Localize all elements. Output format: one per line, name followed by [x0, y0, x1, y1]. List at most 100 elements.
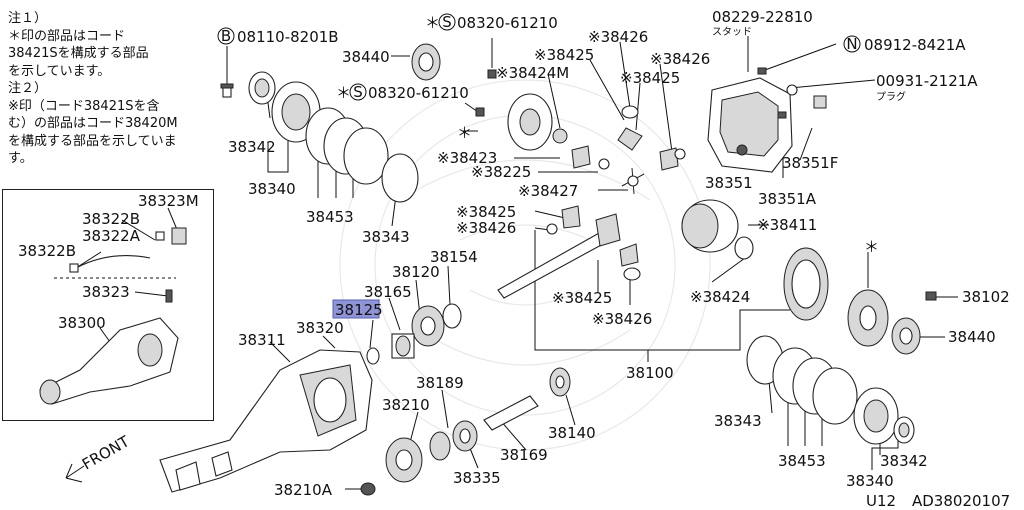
- part-label-38424M: ※38424M: [496, 64, 569, 82]
- bolt-icon: [777, 111, 787, 119]
- part-label-38225: ※38225: [471, 163, 531, 181]
- gear-icon: [561, 205, 581, 229]
- washer-icon: [621, 105, 639, 119]
- part-label-38351F: 38351F: [782, 154, 838, 172]
- part-label-38426: ※38426: [592, 310, 652, 328]
- washer-icon: [552, 128, 568, 144]
- bearing-icon: [891, 317, 921, 355]
- part-label-38323: 38323: [82, 283, 130, 301]
- bolt-icon: [487, 69, 497, 79]
- page-code: U12: [866, 492, 896, 510]
- part-label-38120: 38120: [392, 263, 440, 281]
- part-label-38300: 38300: [58, 314, 106, 332]
- note-line-2: ＊印の部品はコード: [8, 28, 126, 44]
- part-label-38210: 38210: [382, 396, 430, 414]
- part-label-38426: ※38426: [588, 28, 648, 46]
- oil-seal-icon: [391, 333, 415, 359]
- star-mark: ＊: [425, 14, 440, 32]
- part-label-38100: 38100: [626, 364, 674, 382]
- drive-pinion-shaft-icon: [497, 213, 621, 299]
- washer-icon: [546, 223, 558, 235]
- part-label-08320-61210: 08320-61210: [368, 84, 469, 102]
- part-label-38426: ※38426: [650, 50, 710, 68]
- circle-letter: N: [846, 35, 857, 53]
- part-label-38165: 38165: [364, 283, 412, 301]
- part-label-08320-61210: 08320-61210: [457, 14, 558, 32]
- part-label-38343: 38343: [362, 228, 410, 246]
- note-line-4: を示しています。: [8, 63, 111, 79]
- plug-icon: [813, 95, 827, 109]
- part-label-08110-8201B: 08110-8201B: [237, 28, 339, 46]
- washer-icon: [366, 347, 380, 365]
- part-label-38453: 38453: [306, 208, 354, 226]
- bolt-icon: [220, 83, 234, 98]
- part-label-38154: 38154: [430, 248, 478, 266]
- part-label-38425: ※38425: [552, 289, 612, 307]
- part-label-38424: ※38424: [690, 288, 750, 306]
- oil-seal-icon: [429, 431, 451, 461]
- note-line-9: す。: [8, 151, 33, 166]
- note-line-7: む）の部品はコード38420M: [8, 116, 178, 131]
- part-label-38343: 38343: [714, 412, 762, 430]
- circle-letter: B: [221, 27, 231, 45]
- diff-case-icon: [507, 93, 553, 151]
- bearing-icon: [452, 420, 478, 452]
- gear-icon: [617, 127, 643, 151]
- part-label-38351A: 38351A: [758, 190, 817, 208]
- flange-icon: [385, 437, 423, 483]
- note-line-5: 注２）: [8, 81, 48, 96]
- gear-icon: [571, 145, 591, 169]
- front-label: FRONT: [79, 432, 133, 474]
- flange-icon: [411, 305, 445, 347]
- note-line-1: 注１）: [8, 11, 48, 26]
- shim-icon: [772, 347, 858, 425]
- washer-icon: [623, 267, 641, 281]
- star-mark: ＊: [864, 238, 879, 256]
- part-label-38342: 38342: [880, 452, 928, 470]
- breather-hose-icon: [54, 227, 187, 303]
- nut-icon: [757, 67, 767, 75]
- pinion-shaft-icon: [621, 167, 645, 195]
- bearing-icon: [411, 43, 441, 81]
- washer-icon: [442, 303, 462, 329]
- part-label-38340: 38340: [846, 472, 894, 490]
- part-sublabel-stud: スタッド: [712, 26, 752, 38]
- washer-icon: [734, 236, 754, 260]
- plug-icon: [786, 84, 798, 96]
- oil-seal-icon: [893, 416, 915, 444]
- pin-icon: [598, 158, 610, 170]
- gear-icon: [659, 147, 679, 171]
- note-line-6: ※印（コード38421Sを含: [8, 98, 160, 114]
- bearing-icon: [549, 367, 571, 397]
- part-label-38335: 38335: [453, 469, 501, 487]
- inset-frame: [2, 189, 214, 421]
- part-label-38311: 38311: [238, 331, 286, 349]
- diff-assembly-icon: [39, 317, 179, 405]
- diagram-code: AD38020107: [912, 492, 1010, 510]
- bolt-icon: [925, 291, 937, 301]
- part-label-38342: 38342: [228, 138, 276, 156]
- circle-letter: S: [353, 83, 363, 101]
- shim-icon: [305, 107, 389, 185]
- gear-icon: [619, 243, 639, 267]
- washer-icon: [674, 148, 686, 160]
- part-label-38125: 38125: [335, 301, 383, 319]
- part-label-38322A: 38322A: [82, 227, 141, 245]
- part-label-38169: 38169: [500, 446, 548, 464]
- bolt-icon: [475, 107, 485, 117]
- part-label-38189: 38189: [416, 374, 464, 392]
- part-label-38423: ※38423: [437, 149, 497, 167]
- star-mark: ＊: [336, 84, 351, 102]
- note-line-3: 38421Sを構成する部品: [8, 46, 149, 61]
- part-label-38425: ※38425: [620, 69, 680, 87]
- spacer-icon: [483, 395, 539, 431]
- part-shapes: [39, 43, 937, 496]
- rear-cover-icon: [707, 77, 793, 173]
- part-label-38426: ※38426: [456, 219, 516, 237]
- part-label-38322B: 38322B: [82, 210, 140, 228]
- part-label-38440: 38440: [948, 328, 996, 346]
- drive-pinion-icon: [681, 199, 739, 253]
- side-retainer-icon: [853, 387, 899, 445]
